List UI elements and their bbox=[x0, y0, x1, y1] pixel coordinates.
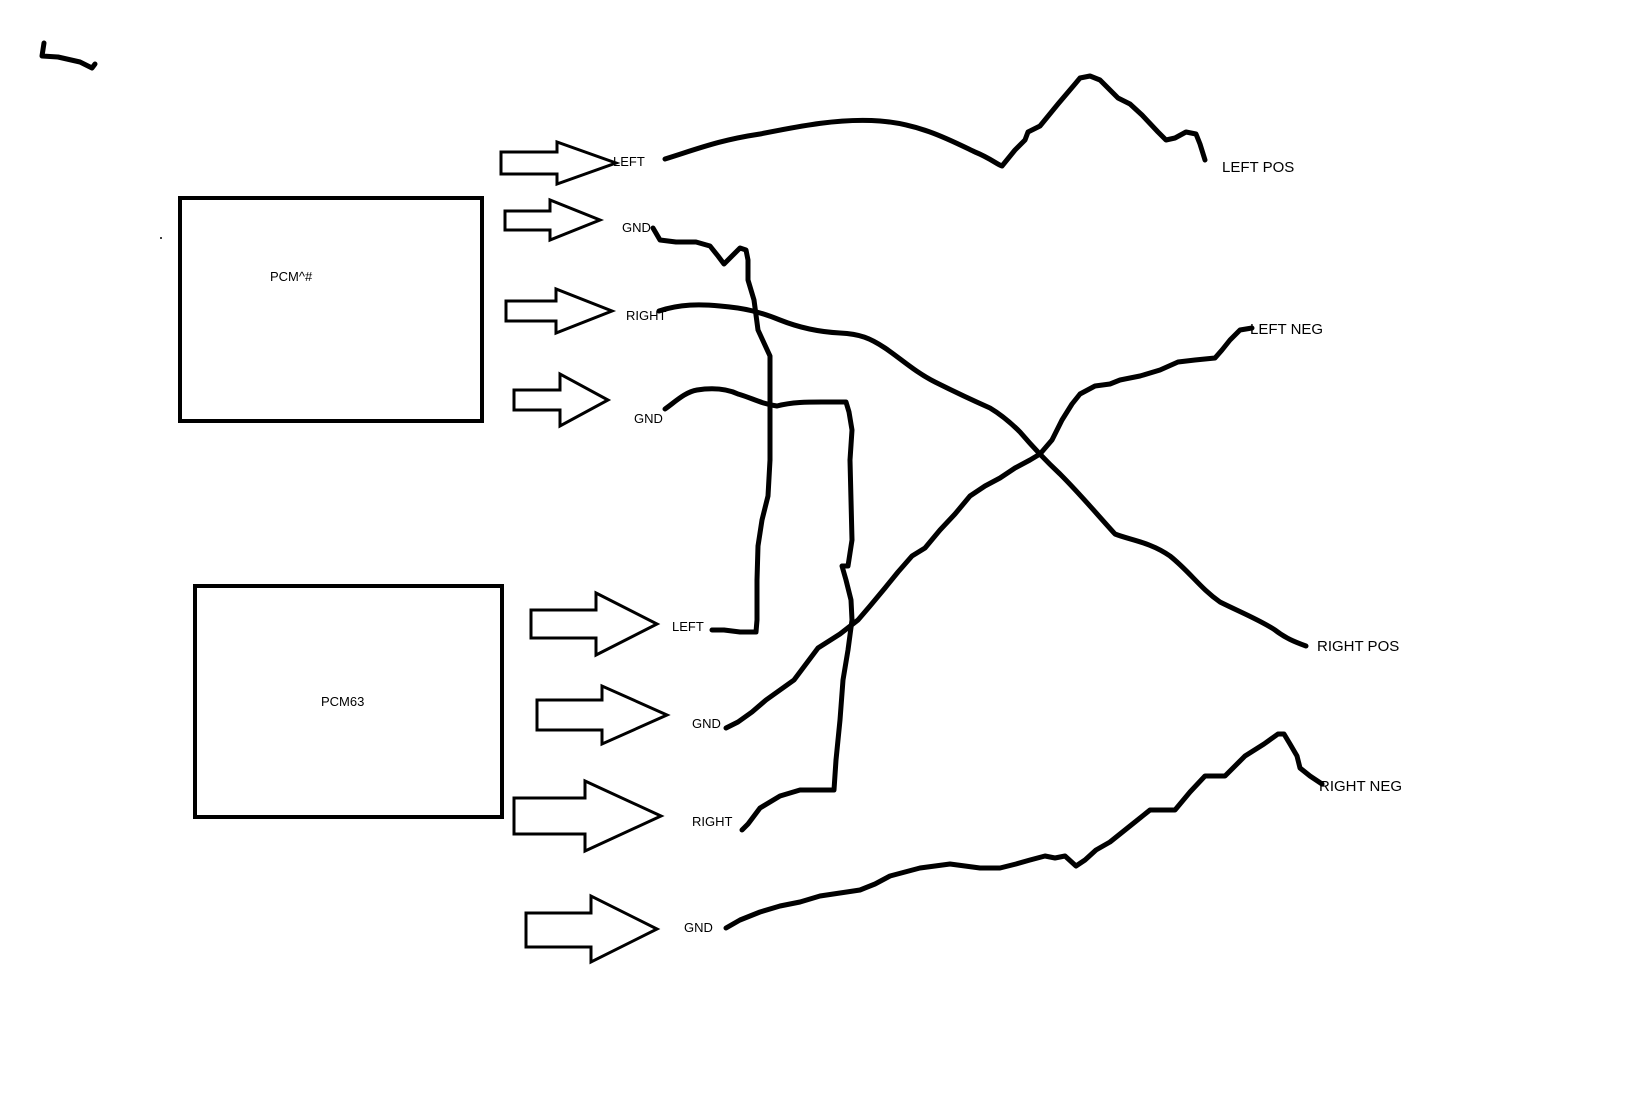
wire-top-gnd-to-bottom-left bbox=[650, 225, 773, 635]
wire-top-gnd2-to-bottom-right bbox=[662, 386, 855, 833]
top-pcm-box: PCM^# bbox=[178, 196, 484, 423]
wire-bottom-gnd-to-right-neg bbox=[723, 731, 1325, 931]
label-bottom-gnd-1: GND bbox=[692, 716, 721, 731]
label-right-pos: RIGHT POS bbox=[1317, 638, 1400, 655]
label-top-left: LEFT bbox=[613, 154, 645, 169]
wire-top-right-to-right-pos bbox=[656, 302, 1309, 649]
stray-dot bbox=[160, 237, 162, 239]
label-bottom-left: LEFT bbox=[672, 619, 704, 634]
arrow-top-4 bbox=[512, 371, 612, 429]
arrow-top-2 bbox=[503, 197, 605, 243]
arrow-bottom-3 bbox=[512, 778, 665, 854]
bottom-pcm-label: PCM63 bbox=[321, 694, 365, 709]
arrow-bottom-2 bbox=[535, 683, 671, 747]
arrow-top-1 bbox=[499, 139, 621, 187]
label-left-neg: LEFT NEG bbox=[1250, 321, 1324, 338]
arrow-bottom-4 bbox=[524, 893, 661, 965]
bottom-pcm-box: PCM63 bbox=[193, 584, 504, 819]
wire-left-neg-to-bottom-gnd bbox=[723, 325, 1255, 731]
wire-top-left-to-left-pos bbox=[662, 73, 1208, 169]
arrow-top-3 bbox=[504, 286, 617, 336]
label-bottom-right: RIGHT bbox=[692, 814, 733, 829]
label-top-gnd-1: GND bbox=[622, 220, 651, 235]
stray-scribble bbox=[39, 40, 98, 71]
label-left-pos: LEFT POS bbox=[1222, 159, 1295, 176]
label-top-gnd-2: GND bbox=[634, 411, 663, 426]
arrow-bottom-1 bbox=[529, 590, 661, 658]
top-pcm-label: PCM^# bbox=[270, 269, 313, 284]
label-top-right: RIGHT bbox=[626, 308, 667, 323]
label-bottom-gnd-2: GND bbox=[684, 920, 713, 935]
label-right-neg: RIGHT NEG bbox=[1319, 778, 1403, 795]
